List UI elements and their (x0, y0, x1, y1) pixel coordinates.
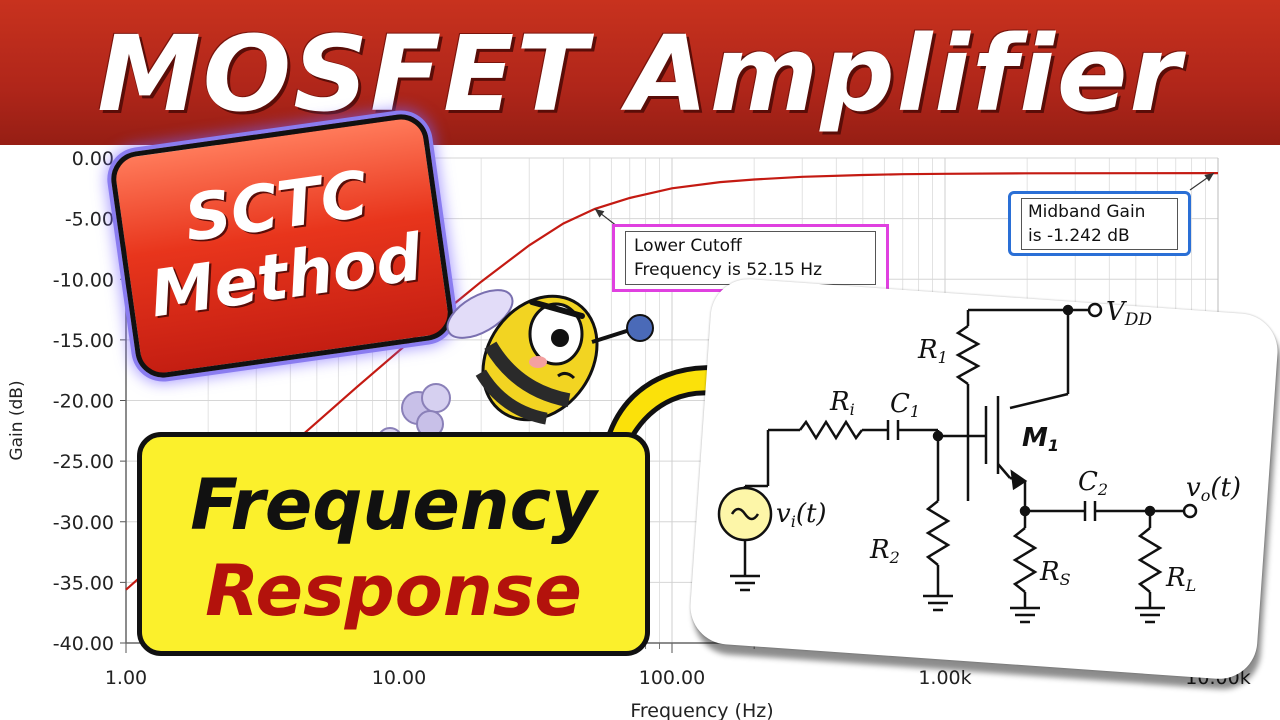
x-tick-label: 1.00 (105, 667, 147, 689)
bee-wing (446, 289, 514, 339)
y-tick-label: -10.00 (53, 269, 114, 291)
midband-callout: Midband Gain is -1.242 dB (1008, 191, 1191, 256)
vo-label: vo(t) (1186, 473, 1241, 505)
cutoff-line2: Frequency is 52.15 Hz (634, 260, 822, 280)
y-tick-label: -20.00 (53, 391, 114, 413)
x-tick-label: 1.00k (918, 667, 971, 689)
ri-label: Ri (829, 387, 855, 419)
freq-line2: Response (205, 550, 582, 632)
cutoff-line1: Lower Cutoff (634, 236, 742, 256)
m1-label: M1 (1022, 423, 1059, 455)
vdd-label: VDD (1106, 297, 1152, 330)
y-tick-label: -15.00 (53, 330, 114, 352)
cutoff-pointer-head (594, 208, 605, 218)
r1-label: R1 (917, 335, 948, 367)
y-tick-label: -5.00 (65, 209, 114, 231)
midband-callout-text: Midband Gain is -1.242 dB (1021, 198, 1178, 250)
x-tick-label: 100.00 (639, 667, 705, 689)
bee-cheek (529, 356, 547, 368)
title-banner: MOSFET Amplifier (0, 0, 1280, 145)
midband-line1: Midband Gain (1028, 202, 1146, 222)
y-axis-label: Gain (dB) (7, 380, 27, 460)
bee-mascot-icon (377, 289, 654, 461)
vi-label: vi(t) (776, 499, 827, 531)
y-tick-label: 0.00 (72, 148, 114, 170)
circuit-schematic: VDD R1 Ri C1 M1 C2 vo(t) vi(t) R2 RS RL (717, 297, 1241, 624)
y-tick-label: -40.00 (53, 633, 114, 655)
bee-brow (529, 299, 585, 319)
c2-label: C2 (1078, 467, 1108, 499)
bee-pupil (551, 329, 569, 347)
r2-label: R2 (869, 535, 900, 567)
y-tick-label: -30.00 (53, 512, 114, 534)
midband-line2: is -1.242 dB (1028, 226, 1130, 246)
y-tick-label: -25.00 (53, 451, 114, 473)
bee-fist (626, 314, 654, 342)
c1-label: C1 (890, 389, 920, 421)
x-axis-label: Frequency (Hz) (630, 700, 773, 720)
frequency-response-badge: Frequency Response (137, 432, 650, 656)
bee-mouth (557, 371, 576, 380)
rl-label: RL (1165, 563, 1196, 595)
x-tick-label: 10.00 (372, 667, 426, 689)
y-tick-label: -35.00 (53, 572, 114, 594)
rs-label: RS (1039, 557, 1071, 589)
midband-pointer-head (1204, 173, 1214, 182)
banner-title: MOSFET Amplifier (97, 13, 1183, 135)
freq-line1: Frequency (190, 464, 597, 546)
